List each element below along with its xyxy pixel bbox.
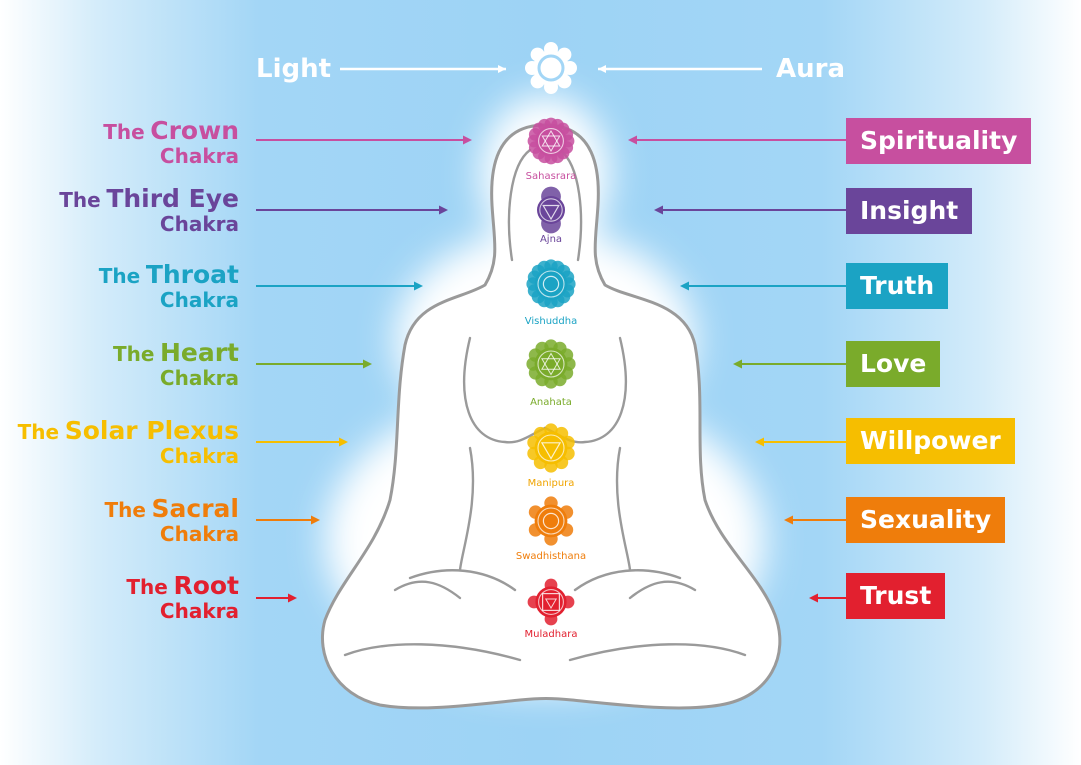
label-sacral-chakra: The Sacral Chakra (104, 494, 240, 546)
aura-lotus-icon (525, 42, 577, 94)
sanskrit-muladhara: Muladhara (524, 629, 578, 640)
arrow-left-throat (256, 281, 423, 291)
chakra-symbol-heart-icon (526, 339, 576, 389)
label-root-chakra: The Root Chakra (126, 571, 239, 623)
arrow-left-crown (256, 135, 472, 145)
arrow-right-throat (680, 281, 846, 291)
arrow-left-third-eye (256, 205, 448, 215)
quality-love: Love (846, 341, 941, 387)
sanskrit-anahata: Anahata (530, 397, 572, 408)
body-contours (343, 148, 747, 662)
sanskrit-manipura: Manipura (527, 478, 575, 489)
connector-arrows (256, 135, 846, 603)
label-third-eye-chakra: The Third Eye Chakra (59, 184, 239, 236)
quality-truth: Truth (846, 263, 949, 309)
arrow-left-heart (256, 359, 372, 369)
quality-willpower: Willpower (846, 418, 1015, 464)
arrow-left-root (256, 593, 297, 603)
arrow-right-heart (733, 359, 846, 369)
arrow-left-sacral (256, 515, 320, 525)
aura-label: Aura (776, 54, 845, 84)
chakra-symbol-throat-icon (526, 259, 576, 309)
label-heart-chakra: The Heart Chakra (112, 338, 239, 390)
sanskrit-ajna: Ajna (539, 234, 563, 245)
quality-trust: Trust (846, 573, 946, 619)
arrow-left-solar-plexus (256, 437, 348, 447)
arrow-right-root (809, 593, 846, 603)
sanskrit-sahasrara: Sahasrara (525, 171, 577, 182)
sanskrit-swadhisthana: Swadhisthana (515, 551, 587, 562)
chakra-symbols (526, 117, 576, 626)
chakra-symbol-root-icon (527, 578, 575, 626)
arrow-right-crown (628, 135, 846, 145)
arrow-right-third-eye (654, 205, 846, 215)
label-throat-chakra: The Throat Chakra (98, 260, 239, 312)
arrow-right-sacral (784, 515, 846, 525)
chakra-symbol-third-eye-icon (537, 186, 565, 234)
quality-insight: Insight (846, 188, 973, 234)
label-crown-chakra: The Crown Chakra (103, 116, 239, 168)
sanskrit-vishuddha: Vishuddha (524, 316, 578, 327)
chakra-symbol-solar-plexus-icon (527, 423, 575, 473)
quality-spirituality: Spirituality (846, 118, 1032, 164)
arrow-right-solar-plexus (755, 437, 846, 447)
quality-sexuality: Sexuality (846, 497, 1006, 543)
light-label: Light (256, 54, 332, 84)
chakra-symbol-sacral-icon (528, 496, 574, 546)
body-silhouette (320, 123, 782, 710)
label-solar-plexus-chakra: The Solar Plexus Chakra (17, 416, 239, 468)
chakra-symbol-crown-icon (527, 117, 575, 165)
